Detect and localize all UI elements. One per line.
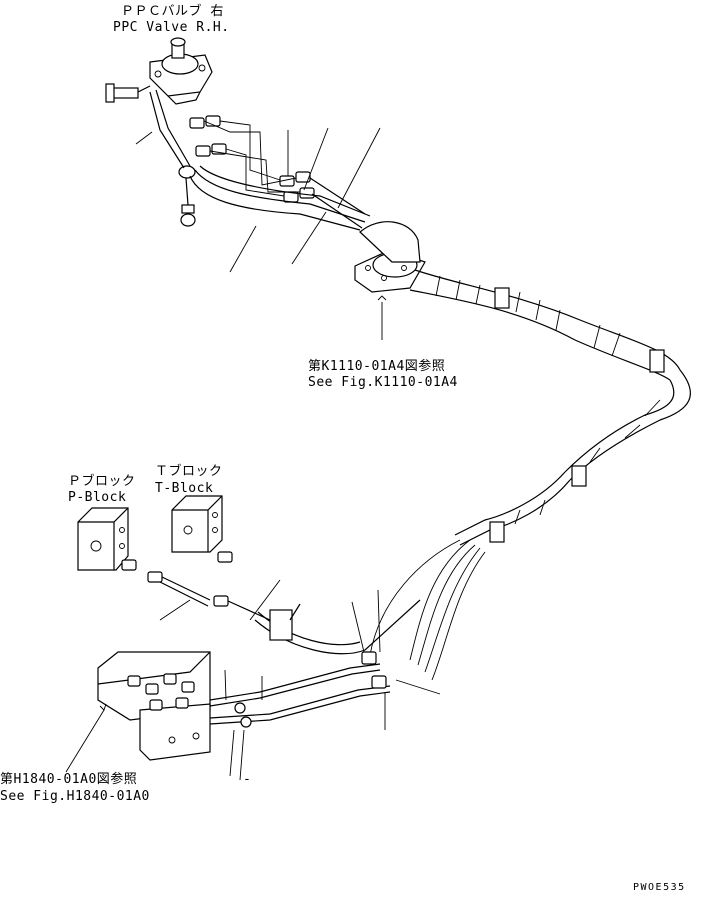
- fig-h-ref-en: See Fig.H1840-01A0: [0, 789, 150, 804]
- t-block-label-jp: Ｔブロック: [155, 464, 223, 479]
- t-block: [171, 495, 223, 553]
- lower-hoses: [254, 539, 486, 681]
- bundle-clamp: [494, 287, 510, 309]
- leader-lines: [65, 127, 441, 781]
- floor-grommet: [354, 221, 426, 293]
- valve-port-fittings: [189, 115, 315, 203]
- bundle-clamp: [571, 465, 587, 487]
- bundle-clamp: [649, 349, 665, 373]
- valve-hose-left-2: [155, 89, 191, 167]
- control-valve-bank: [97, 651, 211, 761]
- p-block: [77, 507, 129, 571]
- fig-h-ref-jp: 第H1840-01A0図参照: [0, 772, 138, 787]
- ppc-valve-label-jp: ＰＰＣバルブ 右: [121, 4, 224, 19]
- valve-hose-left: [149, 91, 185, 169]
- fig-k-ref-en: See Fig.K1110-01A4: [308, 375, 458, 390]
- cap-fitting: [181, 204, 195, 214]
- cap-end: [180, 213, 196, 227]
- adapter-fittings: [121, 551, 301, 641]
- ppc-valve-rh: [149, 37, 213, 105]
- steel-tubes: [209, 651, 391, 728]
- drain-hose: [185, 177, 189, 206]
- spiral-wrapped-bundle: [409, 269, 691, 546]
- hose-clamp-bracket: [269, 609, 293, 641]
- clamp-ring: [178, 165, 196, 179]
- drawing-code: PWOE535: [633, 882, 686, 893]
- p-block-label-en: P-Block: [68, 490, 127, 505]
- fig-k-ref-jp: 第K1110-01A4図参照: [308, 359, 446, 374]
- hose-bundle-upper: [189, 165, 371, 231]
- ppc-valve-label-en: PPC Valve R.H.: [113, 20, 230, 35]
- t-block-label-en: T-Block: [155, 481, 214, 496]
- bundle-clamp: [489, 521, 505, 543]
- p-block-label-jp: Ｐブロック: [68, 474, 136, 489]
- elbow-fitting: [105, 83, 151, 103]
- leader-dash: -: [243, 772, 252, 787]
